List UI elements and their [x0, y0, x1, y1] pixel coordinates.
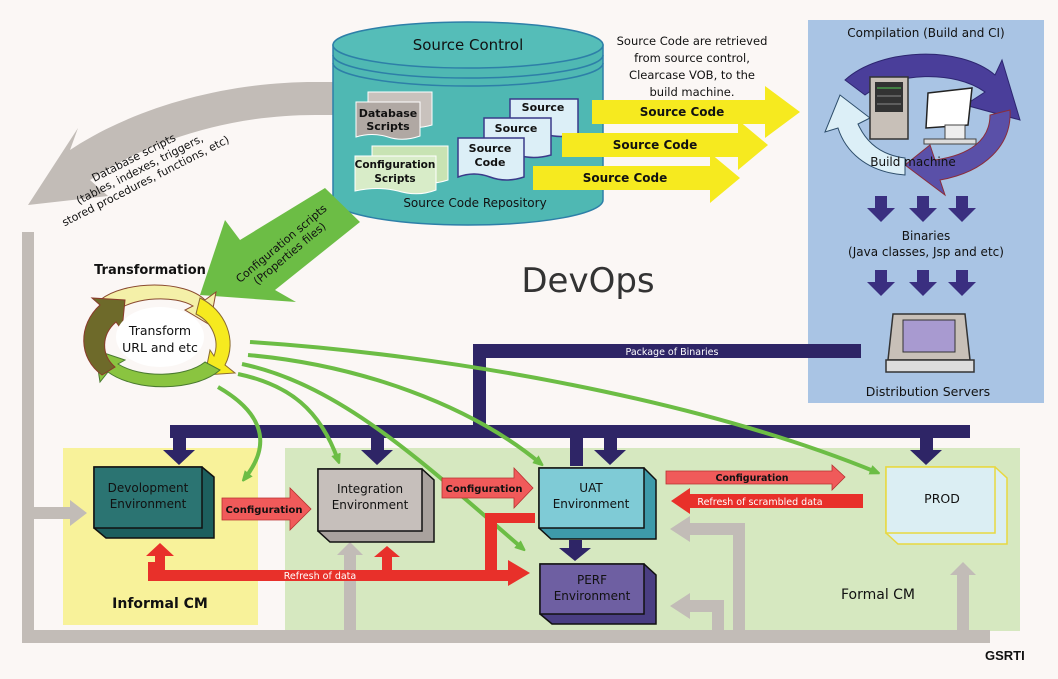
source-control-title: Source Control	[413, 36, 524, 54]
uat-environment-label-1: UAT	[579, 481, 603, 495]
workstation-icon	[923, 87, 977, 145]
transform-flows	[217, 340, 876, 548]
distribution-servers-label: Distribution Servers	[866, 384, 990, 399]
source-code-arrow-3-label: Source Code	[583, 171, 668, 185]
source-code-arrow-2: Source Code	[562, 120, 768, 170]
transform-label-1: Transform	[128, 323, 191, 338]
gsrti-watermark: GSRTI	[985, 648, 1025, 663]
integration-environment-label-1: Integration	[337, 482, 403, 496]
source-code-doc	[457, 137, 525, 181]
config-dev-int-label: Configuration	[226, 505, 303, 516]
server-icon	[869, 76, 909, 140]
uat-environment-label-2: Environment	[553, 497, 630, 511]
integration-environment[interactable]: Integration Environment	[317, 468, 435, 543]
distribution-server-icon	[885, 313, 975, 373]
configuration-scripts-label-2: Scripts	[374, 173, 415, 185]
source-doc-1-label: Source	[522, 101, 565, 114]
source-control-cylinder: Source Control Database Scripts Configur…	[332, 21, 604, 226]
retrieval-note-line-1: Source Code are retrieved	[617, 34, 768, 48]
refresh-scrambled-label: Refresh of scrambled data	[697, 497, 822, 508]
transformation-title: Transformation	[94, 263, 206, 278]
retrieval-note: Source Code are retrieved from source co…	[617, 34, 768, 99]
development-environment[interactable]: Devolopment Environment	[93, 466, 215, 539]
informal-cm-label: Informal CM	[112, 596, 208, 612]
refresh-of-data-flow	[146, 513, 535, 586]
development-environment-label-2: Environment	[110, 497, 187, 511]
config-arrow-int-to-uat: Configuration	[441, 466, 534, 510]
devops-title: DevOps	[521, 261, 654, 301]
retrieval-note-line-3: Clearcase VOB, to the	[629, 68, 755, 82]
prod-environment[interactable]: PROD	[885, 466, 1008, 545]
formal-cm-label: Formal CM	[841, 587, 915, 603]
development-environment-label-1: Devolopment	[108, 481, 189, 495]
source-code-arrow-1: Source Code	[592, 86, 800, 138]
configuration-scripts-doc	[354, 155, 437, 195]
prod-environment-label: PROD	[924, 491, 960, 506]
config-arrow-uat-to-prod: Configuration	[665, 464, 846, 491]
transform-label-2: URL and etc	[122, 340, 198, 355]
database-scripts-label-2: Scripts	[366, 120, 410, 133]
source-code-arrow-2-label: Source Code	[613, 138, 698, 152]
config-arrow-dev-to-int: Configuration	[221, 487, 312, 531]
retrieval-note-line-2: from source control,	[634, 51, 750, 65]
transformation-cycle-icon	[83, 284, 237, 388]
source-code-arrow-3: Source Code	[533, 153, 740, 203]
source-code-doc-label-1: Source	[469, 142, 512, 155]
source-code-doc-label-2: Code	[475, 156, 506, 169]
perf-environment[interactable]: PERF Environment	[539, 563, 657, 625]
configuration-scripts-label-1: Configuration	[355, 159, 436, 171]
source-code-arrow-1-label: Source Code	[640, 105, 725, 119]
database-scripts-doc	[355, 101, 421, 140]
config-int-uat-label: Configuration	[446, 484, 523, 495]
distribution-down-arrows	[867, 270, 976, 296]
perf-environment-label-2: Environment	[554, 589, 631, 603]
binaries-label-1: Binaries	[902, 229, 950, 243]
refresh-of-data-label: Refresh of data	[284, 571, 356, 582]
uat-environment[interactable]: UAT Environment	[538, 467, 657, 540]
refresh-scrambled-arrow: Refresh of scrambled data	[671, 488, 863, 514]
binaries-label-2: (Java classes, Jsp and etc)	[848, 245, 1004, 259]
retrieval-note-line-4: build machine.	[649, 85, 734, 99]
perf-environment-label-1: PERF	[577, 573, 607, 587]
binaries-down-arrows	[867, 196, 976, 222]
config-uat-prod-label: Configuration	[715, 473, 788, 484]
source-doc-2-label: Source	[495, 122, 538, 135]
build-machine-label: Build machine	[870, 155, 956, 169]
source-code-repository-label: Source Code Repository	[403, 196, 546, 210]
database-scripts-label-1: Database	[359, 107, 418, 120]
compilation-title: Compilation (Build and CI)	[847, 26, 1004, 40]
package-of-binaries-label: Package of Binaries	[626, 347, 719, 358]
configuration-scripts-flow: Configuration scripts (Properties files)	[200, 188, 360, 302]
integration-environment-label-2: Environment	[332, 498, 409, 512]
